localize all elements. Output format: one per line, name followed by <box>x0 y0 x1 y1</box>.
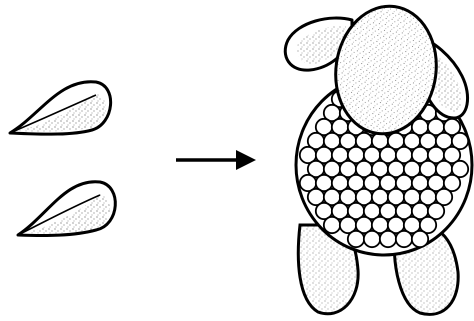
wool-ball <box>380 231 396 247</box>
petal-bottom <box>18 182 115 236</box>
arrow-right-icon <box>176 150 256 170</box>
wool-ball <box>412 231 428 247</box>
sheep-icon <box>285 0 472 314</box>
wool-ball <box>396 231 412 247</box>
wool-ball <box>364 231 380 247</box>
wool-ball <box>348 231 364 247</box>
petal-top <box>10 82 111 134</box>
wool-ball <box>324 217 340 233</box>
